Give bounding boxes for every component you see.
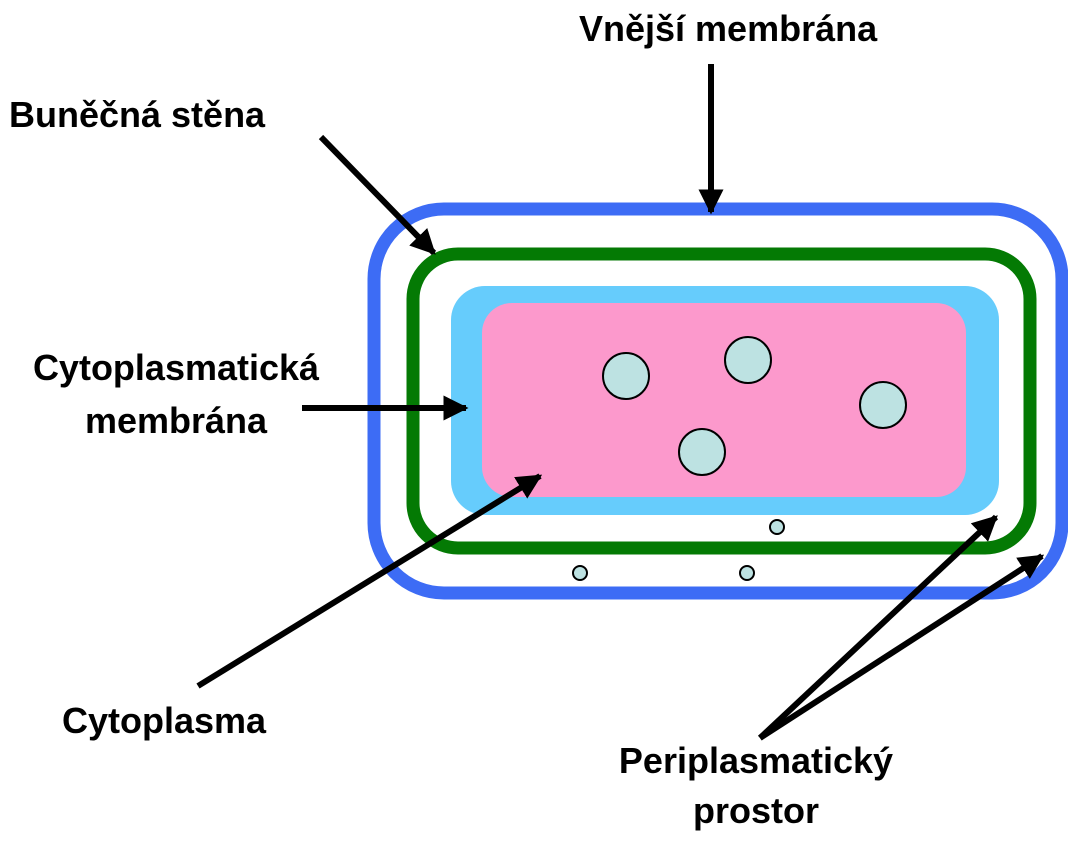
cytoplasm-granule <box>603 353 649 399</box>
label-periplasmic-space-line1: Periplasmatický <box>586 740 926 782</box>
cytoplasm-granule <box>679 429 725 475</box>
label-cytoplasmic-membrane-line1: Cytoplasmatická <box>8 347 344 389</box>
label-cytoplasm: Cytoplasma <box>62 700 266 742</box>
arrow-cell-wall <box>321 137 434 253</box>
label-outer-membrane: Vnější membrána <box>579 8 877 50</box>
label-cytoplasmic-membrane-line2: membrána <box>8 400 344 442</box>
cytoplasm-granule <box>860 382 906 428</box>
cytoplasm-granule <box>725 337 771 383</box>
label-cell-wall: Buněčná stěna <box>9 94 265 136</box>
periplasm-particle <box>740 566 754 580</box>
periplasm-particle <box>573 566 587 580</box>
label-periplasmic-space-line2: prostor <box>586 790 926 832</box>
periplasm-particle <box>770 520 784 534</box>
